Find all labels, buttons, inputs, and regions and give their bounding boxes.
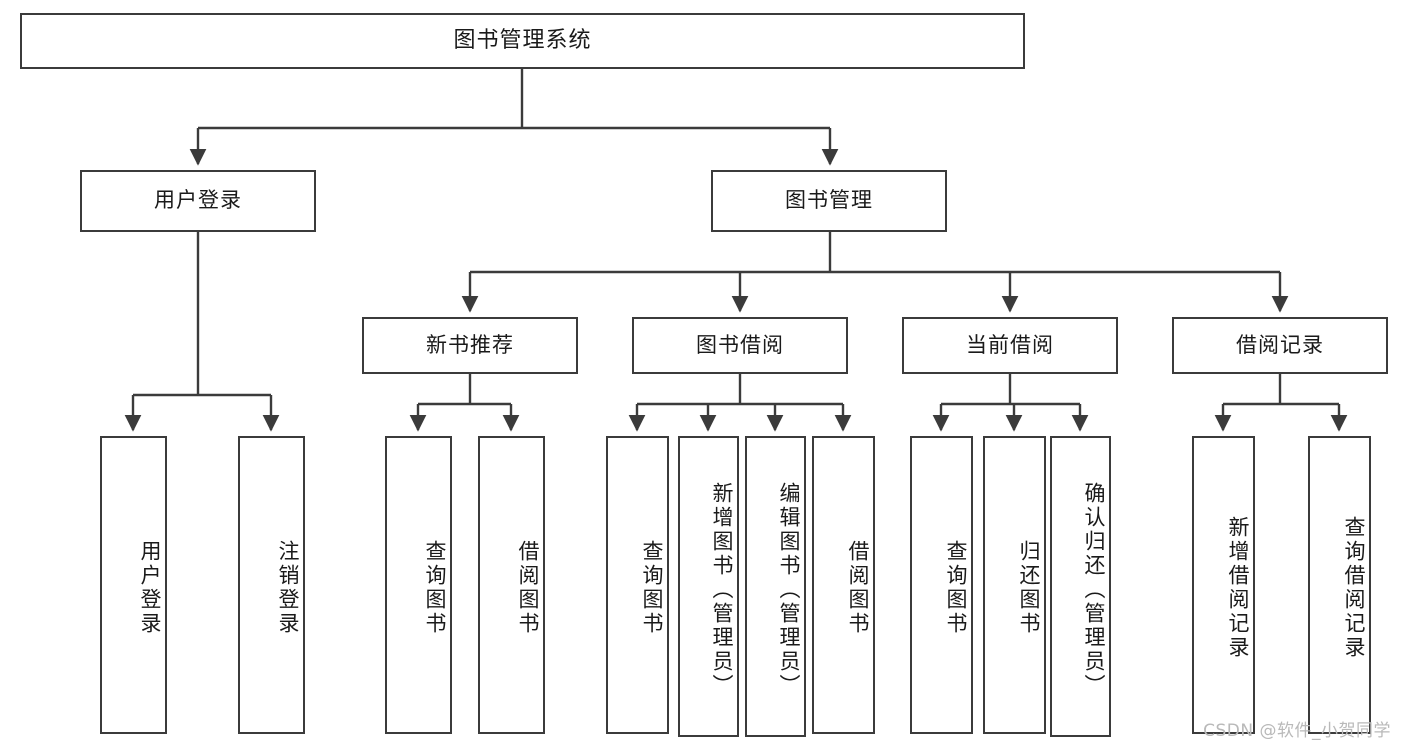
node-borrow-record[interactable]: 借阅记录 <box>1172 317 1388 374</box>
node-leaf-edit-book-admin[interactable]: 编辑图书（管理员） <box>745 436 806 737</box>
node-leaf-query-book-rec[interactable]: 查询图书 <box>385 436 452 734</box>
node-leaf-confirm-return-admin[interactable]: 确认归还（管理员） <box>1050 436 1111 737</box>
node-book-management[interactable]: 图书管理 <box>711 170 947 232</box>
node-leaf-logout[interactable]: 注销登录 <box>238 436 305 734</box>
node-current-borrow[interactable]: 当前借阅 <box>902 317 1118 374</box>
node-leaf-user-login[interactable]: 用户登录 <box>100 436 167 734</box>
watermark-text: CSDN @软件_小贺同学 <box>1203 721 1391 741</box>
node-leaf-return-book[interactable]: 归还图书 <box>983 436 1046 734</box>
node-leaf-query-borrow-record[interactable]: 查询借阅记录 <box>1308 436 1371 734</box>
node-root[interactable]: 图书管理系统 <box>20 13 1025 69</box>
node-leaf-query-book-borrow[interactable]: 查询图书 <box>606 436 669 734</box>
node-leaf-query-book-current[interactable]: 查询图书 <box>910 436 973 734</box>
node-leaf-borrow-book-rec[interactable]: 借阅图书 <box>478 436 545 734</box>
node-user-login[interactable]: 用户登录 <box>80 170 316 232</box>
node-leaf-add-book-admin[interactable]: 新增图书（管理员） <box>678 436 739 737</box>
node-leaf-add-borrow-record[interactable]: 新增借阅记录 <box>1192 436 1255 734</box>
node-book-borrow[interactable]: 图书借阅 <box>632 317 848 374</box>
node-leaf-borrow-book[interactable]: 借阅图书 <box>812 436 875 734</box>
node-new-book-recommend[interactable]: 新书推荐 <box>362 317 578 374</box>
